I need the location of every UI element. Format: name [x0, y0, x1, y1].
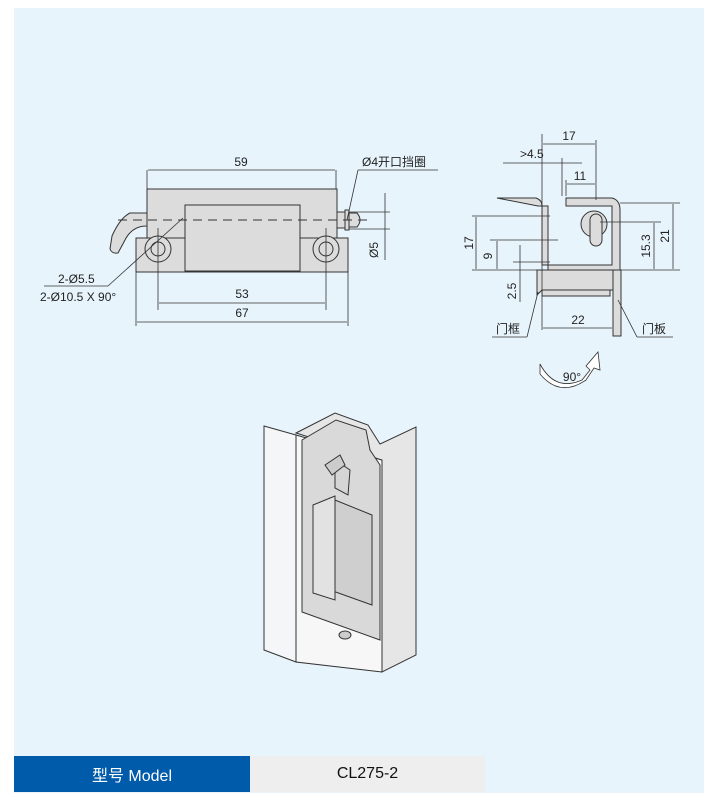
- hinge-knuckle: [184, 204, 301, 272]
- hole-note-1: 2-Ø5.5: [58, 272, 95, 286]
- dim-9: 9: [481, 252, 495, 259]
- side-view: 17 >4.5 11 17 9 2.5 15.3 21 22 门框: [462, 129, 680, 388]
- hinge-illustration: [263, 412, 417, 673]
- rotation-label: 90°: [563, 370, 581, 384]
- dim-pin-diameter: Ø5: [367, 242, 381, 258]
- dim-2-5: 2.5: [505, 282, 519, 299]
- dim-17-top: 17: [562, 129, 576, 143]
- rotation-arrow-icon: [539, 351, 601, 388]
- dim-22: 22: [571, 313, 585, 327]
- model-value: CL275-2: [250, 756, 485, 792]
- model-label: 型号 Model: [14, 756, 250, 792]
- label-door-frame: 门框: [496, 321, 520, 336]
- retainer-note: Ø4开口挡圈: [362, 155, 426, 169]
- dim-17-left: 17: [462, 236, 476, 250]
- pin-end: [348, 212, 361, 228]
- hinge-profile: [496, 197, 621, 271]
- dim-67: 67: [235, 306, 249, 320]
- dim-15-3: 15.3: [639, 234, 653, 258]
- dim-21: 21: [658, 229, 672, 243]
- dim-59: 59: [234, 155, 248, 169]
- label-door-panel: 门板: [642, 321, 666, 336]
- dim-gap: >4.5: [520, 147, 544, 161]
- hole-note-2: 2-Ø10.5 X 90°: [40, 290, 116, 304]
- dim-53: 53: [235, 287, 249, 301]
- front-view: 59 53 67 Ø5 Ø4开口挡圈 2-Ø5.5 2-Ø10.5 X 90°: [40, 155, 438, 326]
- dim-11: 11: [574, 169, 587, 183]
